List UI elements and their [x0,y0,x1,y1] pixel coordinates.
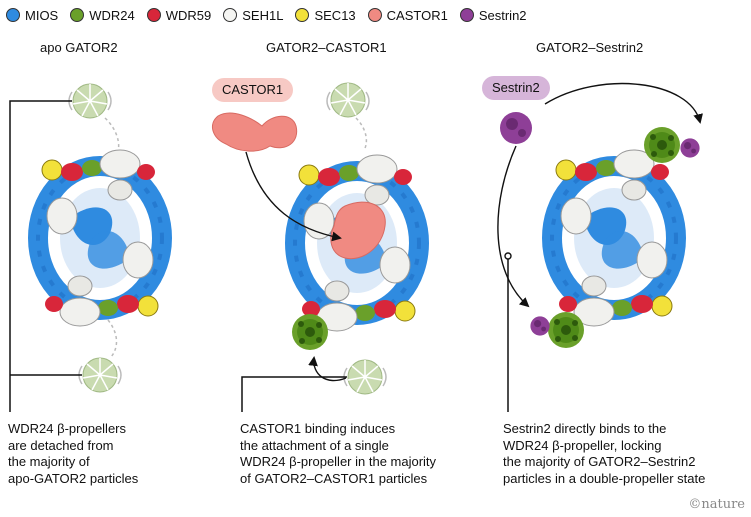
caption-apo: WDR24 β-propellers are detached from the… [8,421,138,487]
legend-label: CASTOR1 [386,7,448,23]
caption-line: particles in a double-propeller state [503,470,706,486]
legend-label: SEC13 [314,7,356,23]
caption-line: of GATOR2–CASTOR1 particles [240,470,428,486]
legend-item-castor1: CASTOR1 [367,7,448,23]
caption-line: apo-GATOR2 particles [8,470,139,486]
caption-castor1: CASTOR1 binding induces the attachment o… [240,421,436,487]
bound-propeller-top [644,127,700,163]
legend-item-seh1l: SEH1L [223,8,283,23]
branch-node [504,252,512,260]
detached-propeller-top [68,83,112,119]
legend-item-mios: MIOS [6,8,58,23]
nature-logo: ©nature [688,497,745,512]
caption-line: WDR24 β-propeller in the majority [240,454,437,469]
legend-label: WDR59 [165,7,212,23]
legend-item-wdr59: WDR59 [146,7,212,23]
apo-gator2-structure [38,150,162,326]
gator2-castor1-structure [295,155,419,331]
caption-line: WDR24 β-propellers [8,421,127,436]
binding-arrow [245,151,342,242]
bracket-line [9,100,72,412]
castor1-swatch [367,8,382,22]
wdr59-swatch [146,8,161,22]
mios-swatch [6,8,20,22]
binding-arrow [497,145,530,308]
caption-line: the majority of GATOR2–Sestrin2 [503,454,696,469]
legend-label: WDR24 [89,7,135,23]
legend: MIOS WDR24 WDR59 SEH1L SEC13 CASTOR1 Ses… [6,6,539,24]
tether-line [107,319,118,359]
gator2-sestrin2-structure [552,150,676,326]
wdr24-swatch [70,8,85,22]
legend-item-sestrin2: Sestrin2 [459,7,527,23]
legend-item-wdr24: WDR24 [70,8,135,23]
caption-line: the attachment of a single [240,437,389,453]
seh1l-swatch [223,8,238,22]
caption-line: are detached from [8,437,114,453]
panel-title-sestrin2: GATOR2–Sestrin2 [536,40,644,55]
sec13-swatch [295,8,310,22]
legend-label: Sestrin2 [478,7,527,23]
binding-arrow [544,82,703,124]
castor1-free-protein [211,112,298,152]
detached-propeller-top [326,82,370,118]
bound-propeller-bottom [530,312,584,348]
castor1-tag: CASTOR1 [212,78,294,102]
tether-line [104,117,120,151]
legend-label: SEH1L [242,7,284,23]
caption-line: the majority of [8,454,90,469]
caption-line: Sestrin2 directly binds to the [503,421,667,436]
caption-line: WDR24 β-propeller, locking [503,437,662,453]
bracket-line [241,376,347,412]
legend-label: MIOS [25,7,59,23]
caption-line: CASTOR1 binding induces [240,421,396,436]
detached-propeller-bottom [78,357,122,393]
sestrin2-free-protein [500,112,532,144]
tether-line [355,117,368,151]
panel-title-castor1: GATOR2–CASTOR1 [266,40,387,55]
detached-propeller-bottom [343,359,387,395]
attached-propeller [292,314,328,350]
legend-item-sec13: SEC13 [295,7,356,23]
sestrin2-tag: Sestrin2 [482,76,550,100]
sestrin2-swatch [459,8,474,22]
panel-title-apo: apo GATOR2 [40,40,118,55]
caption-sestrin2: Sestrin2 directly binds to the WDR24 β-p… [503,421,705,487]
